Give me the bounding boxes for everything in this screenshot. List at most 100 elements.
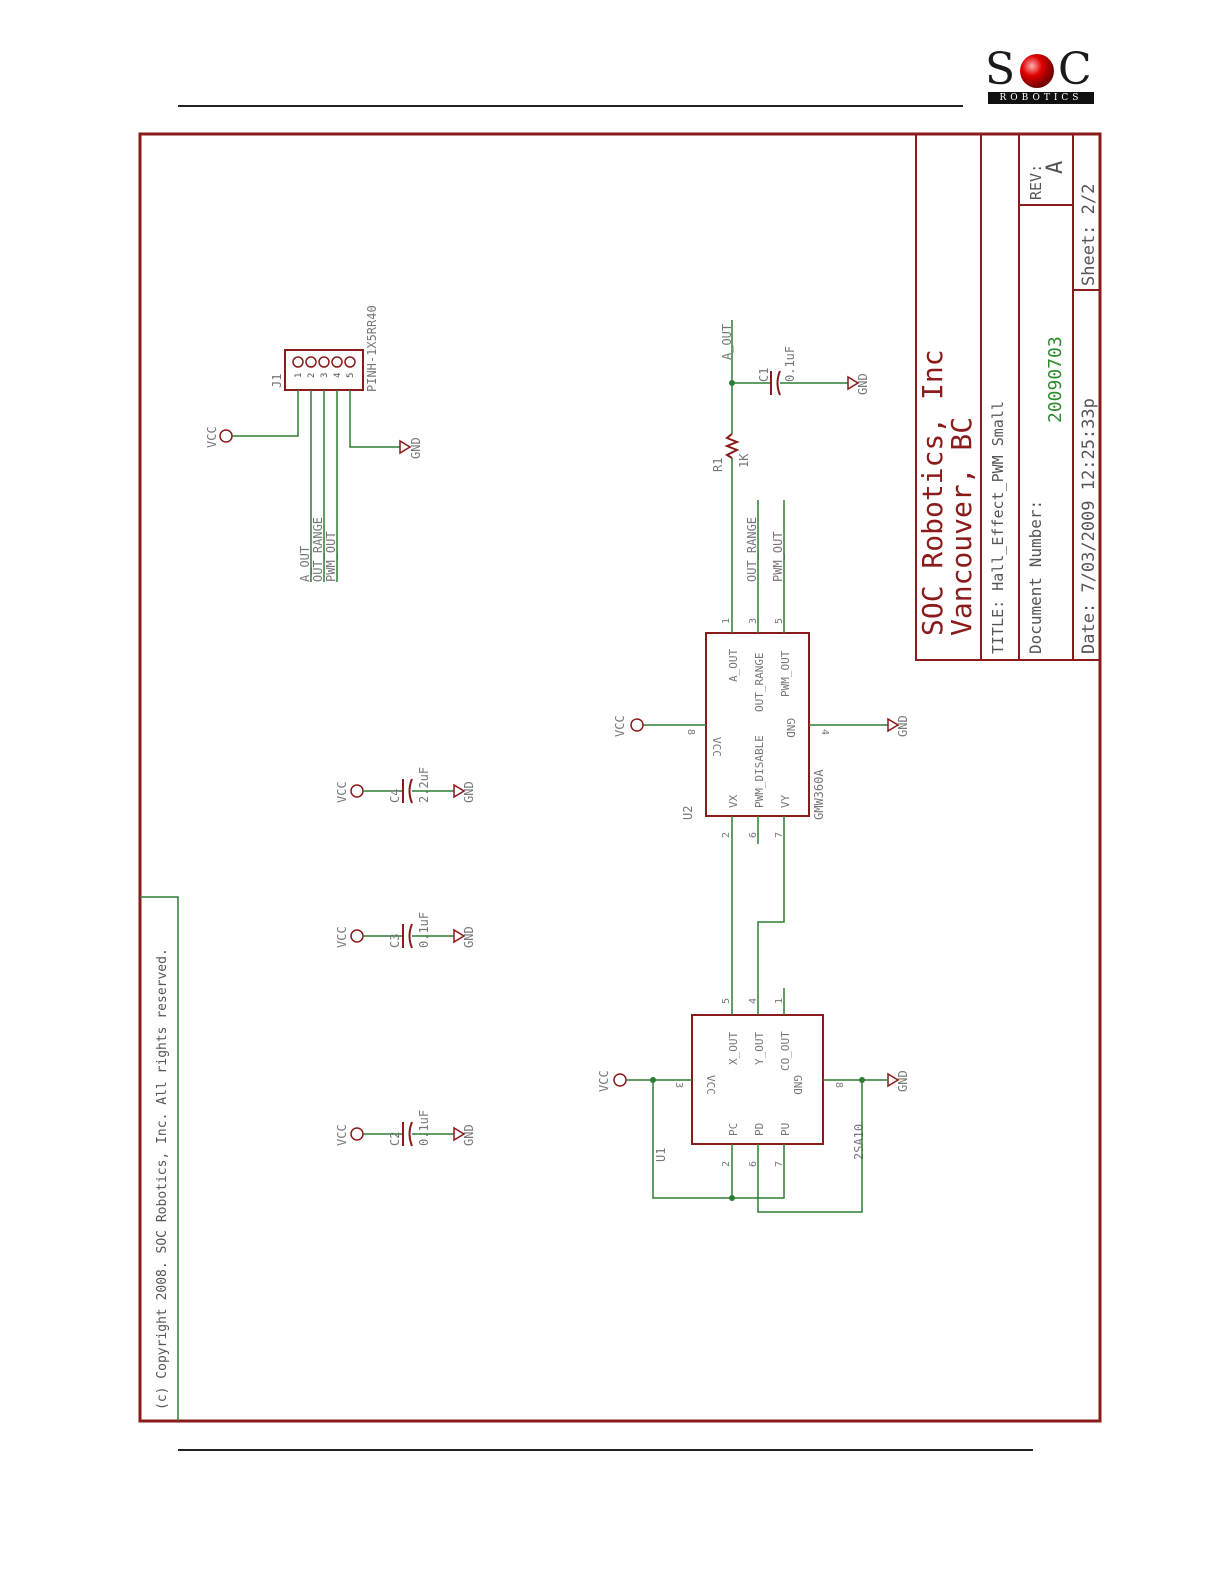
r1-value: 1K: [737, 453, 751, 468]
svg-text:3: 3: [673, 1082, 684, 1088]
svg-text:VCC: VCC: [335, 781, 349, 803]
svg-text:1: 1: [774, 998, 785, 1004]
j1-net-a-out: A_OUT: [298, 546, 312, 582]
svg-text:2: 2: [721, 832, 732, 838]
svg-text:PC: PC: [727, 1123, 740, 1136]
copyright-text: (c) Copyright 2008. SOC Robotics, Inc. A…: [155, 948, 170, 1410]
svg-text:VCC: VCC: [704, 1075, 717, 1095]
j1-net-out-range: OUT_RANGE: [311, 517, 325, 582]
ic-u2: U2 GMW360A VCC VX PWM_DISABLE VY A_OUT O…: [643, 500, 888, 844]
svg-text:CO_OUT: CO_OUT: [779, 1031, 792, 1071]
junction-u1-vcc: [650, 1077, 656, 1083]
svg-text:OUT_RANGE: OUT_RANGE: [753, 652, 766, 712]
c3-value: 0.1uF: [417, 912, 431, 948]
sheet-frame: [138, 132, 1102, 1423]
svg-text:7: 7: [774, 1161, 785, 1167]
u2-ref: U2: [681, 806, 695, 820]
svg-text:GND: GND: [462, 926, 476, 948]
sheet-date: Date: 7/03/2009 12:25:33p: [1079, 398, 1099, 654]
u1-wiring: [626, 816, 888, 1213]
capacitor-c3: VCC C3 0.1uF GND: [335, 912, 476, 949]
c1-ref: C1: [757, 368, 771, 382]
svg-text:PWM_OUT: PWM_OUT: [779, 650, 792, 697]
j1-pin-5: 5: [346, 373, 356, 378]
capacitor-c4: VCC C4 2.2uF GND: [335, 767, 476, 804]
gnd-symbol-u1: GND: [887, 1070, 910, 1092]
j1-pin-2: 2: [307, 373, 317, 378]
gnd-symbol-u2: GND: [887, 715, 910, 737]
doc-number-label: Document Number:: [1026, 500, 1045, 654]
c1-value: 0.1uF: [783, 346, 797, 382]
svg-text:3: 3: [748, 618, 759, 624]
svg-text:GND: GND: [896, 1070, 910, 1092]
rev-label: REV:: [1027, 164, 1045, 200]
vcc-symbol-u1: VCC: [597, 1070, 627, 1092]
title-block-text: SOC Robotics, Inc Vancouver, BC TITLE: H…: [916, 161, 1099, 654]
j1-ref: J1: [270, 374, 284, 388]
connector-j1: 1 2 3 4 5 J1 PINH-1X5RR40 A_OUT OUT_RANG…: [232, 305, 400, 582]
junction-u1-pc: [729, 1195, 735, 1201]
svg-text:PWM_DISABLE: PWM_DISABLE: [753, 735, 766, 808]
logo-sphere-icon: [1020, 54, 1054, 88]
vcc-symbol-u2: VCC: [613, 715, 644, 737]
c4-value: 2.2uF: [417, 767, 431, 803]
svg-text:5: 5: [774, 618, 785, 624]
svg-text:VCC: VCC: [597, 1070, 611, 1092]
svg-text:8: 8: [685, 729, 696, 735]
u1-part: 2SA10: [852, 1124, 866, 1160]
title-block: [915, 133, 1101, 661]
svg-text:VX: VX: [727, 794, 740, 808]
svg-text:GND: GND: [856, 373, 870, 395]
c4-ref: C4: [388, 789, 402, 803]
svg-text:GND: GND: [784, 718, 797, 738]
svg-text:VCC: VCC: [335, 926, 349, 948]
svg-text:VCC: VCC: [613, 715, 627, 737]
output-filter: R1 1K C1 0.1uF GND A_OUT: [711, 320, 870, 633]
rev-value: A: [1043, 161, 1068, 174]
svg-text:VY: VY: [779, 794, 792, 808]
ic-u1: U1 2SA10 VCC PC PD PU X_OUT Y_OUT CO_OUT…: [654, 998, 866, 1167]
svg-text:GND: GND: [791, 1075, 804, 1095]
u2-net-out-range: OUT_RANGE: [745, 517, 759, 582]
a-out-net: A_OUT: [720, 324, 734, 360]
j1-value: PINH-1X5RR40: [365, 305, 379, 392]
copyright-box: (c) Copyright 2008. SOC Robotics, Inc. A…: [140, 896, 179, 1421]
company-line2: Vancouver, BC: [945, 417, 978, 636]
u2-part: GMW360A: [812, 769, 826, 820]
u1-ref: U1: [654, 1148, 668, 1162]
logo-subtitle: ROBOTICS: [988, 92, 1094, 104]
c2-ref: C2: [388, 1132, 402, 1146]
logo-letter-s: S: [985, 44, 1018, 95]
c3-ref: C3: [388, 934, 402, 948]
r1-ref: R1: [711, 458, 725, 472]
u2-net-pwm-out: PWM_OUT: [771, 531, 785, 582]
junction-a-out: [729, 380, 735, 386]
svg-text:GND: GND: [462, 781, 476, 803]
c2-value: 0.1uF: [417, 1110, 431, 1146]
capacitor-c2: VCC C2 0.1uF GND: [335, 1110, 476, 1147]
svg-text:GND: GND: [462, 1124, 476, 1146]
logo-letter-c: C: [1058, 44, 1094, 95]
svg-text:X_OUT: X_OUT: [727, 1032, 740, 1065]
svg-text:GND: GND: [409, 437, 423, 459]
svg-text:4: 4: [819, 729, 830, 735]
svg-text:4: 4: [748, 998, 759, 1004]
footer-rule: [178, 1449, 1033, 1451]
svg-text:7: 7: [774, 832, 785, 838]
svg-text:6: 6: [748, 1161, 759, 1167]
schematic-title: TITLE: Hall_Effect_PWM Small: [989, 401, 1007, 654]
svg-text:8: 8: [833, 1082, 844, 1088]
resistor-r1: [724, 433, 740, 459]
svg-text:GND: GND: [896, 715, 910, 737]
svg-text:PU: PU: [779, 1123, 792, 1136]
gnd-symbol-j1: GND: [399, 437, 423, 459]
company-line1: SOC Robotics, Inc: [916, 349, 949, 636]
svg-text:VCC: VCC: [710, 737, 723, 757]
j1-pin-3: 3: [320, 373, 330, 378]
svg-text:Y_OUT: Y_OUT: [753, 1032, 766, 1065]
svg-text:VCC: VCC: [205, 426, 219, 448]
doc-number: 20090703: [1045, 336, 1066, 423]
svg-text:PD: PD: [753, 1123, 766, 1136]
sheet-number: Sheet: 2/2: [1079, 184, 1099, 286]
j1-net-pwm-out: PWM_OUT: [324, 531, 338, 582]
